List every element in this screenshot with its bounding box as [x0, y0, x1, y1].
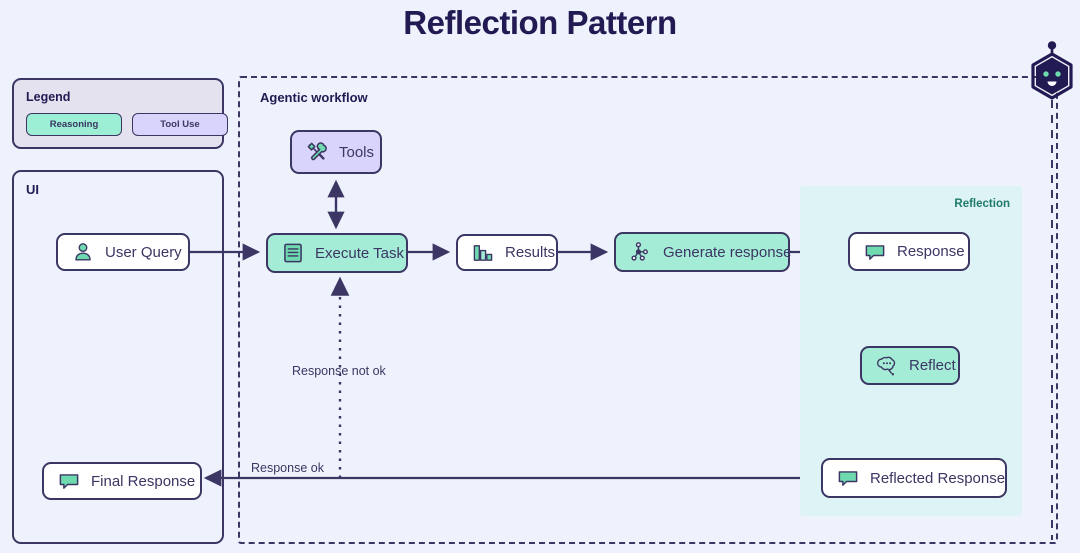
node-final-response-label: Final Response — [91, 472, 196, 490]
speech-bubble-icon — [865, 244, 885, 260]
speech-bubble-icon — [838, 471, 858, 486]
node-tools[interactable]: Tools — [290, 130, 382, 174]
node-response-label: Response — [897, 243, 965, 260]
edge-label-response-ok: Response ok — [251, 461, 324, 475]
document-list-icon — [284, 243, 302, 263]
legend-chip-reasoning: Reasoning — [26, 113, 122, 136]
user-icon — [75, 243, 91, 261]
legend-chip-reasoning-label: Reasoning — [49, 119, 99, 130]
node-results-label: Results — [505, 244, 556, 261]
speech-bubble-icon — [59, 474, 79, 489]
legend-title: Legend — [26, 90, 71, 104]
node-tools-label: Tools — [339, 143, 375, 161]
node-results[interactable]: Results — [456, 234, 558, 271]
reflection-region-label: Reflection — [954, 198, 1010, 210]
node-reflect[interactable]: Reflect — [860, 346, 960, 385]
edge-label-response-not-ok: Response not ok — [292, 364, 386, 378]
node-reflect-label: Reflect — [909, 357, 956, 374]
agentic-workflow-panel: Agentic workflow — [238, 76, 1058, 544]
node-graph-icon — [631, 242, 648, 261]
node-response[interactable]: Response — [848, 232, 970, 271]
bar-chart-icon — [473, 244, 493, 261]
node-final-response[interactable]: Final Response — [42, 462, 202, 500]
node-execute-task-label: Execute Task — [315, 244, 404, 262]
node-generate-response[interactable]: Generate response — [614, 232, 792, 272]
thought-bubble-search-icon — [876, 356, 896, 375]
agentic-workflow-title: Agentic workflow — [260, 90, 368, 105]
page-title: Reflection Pattern — [403, 4, 677, 41]
node-user-query[interactable]: User Query — [56, 233, 190, 271]
legend-chip-tool-use: Tool Use — [132, 113, 228, 136]
node-execute-task[interactable]: Execute Task — [266, 233, 408, 273]
node-generate-response-label: Generate response — [663, 243, 792, 261]
legend-chip-tool-use-label: Tool Use — [160, 119, 200, 130]
ui-panel: UI — [12, 170, 224, 544]
legend-panel: Legend Reasoning Tool Use — [12, 78, 228, 149]
ui-panel-title: UI — [26, 182, 39, 197]
node-user-query-label: User Query — [105, 243, 182, 261]
tools-icon — [307, 142, 327, 161]
node-reflected-response[interactable]: Reflected Response — [821, 458, 1007, 498]
node-reflected-response-label: Reflected Response — [870, 469, 1006, 487]
robot-head-icon — [1031, 41, 1073, 100]
